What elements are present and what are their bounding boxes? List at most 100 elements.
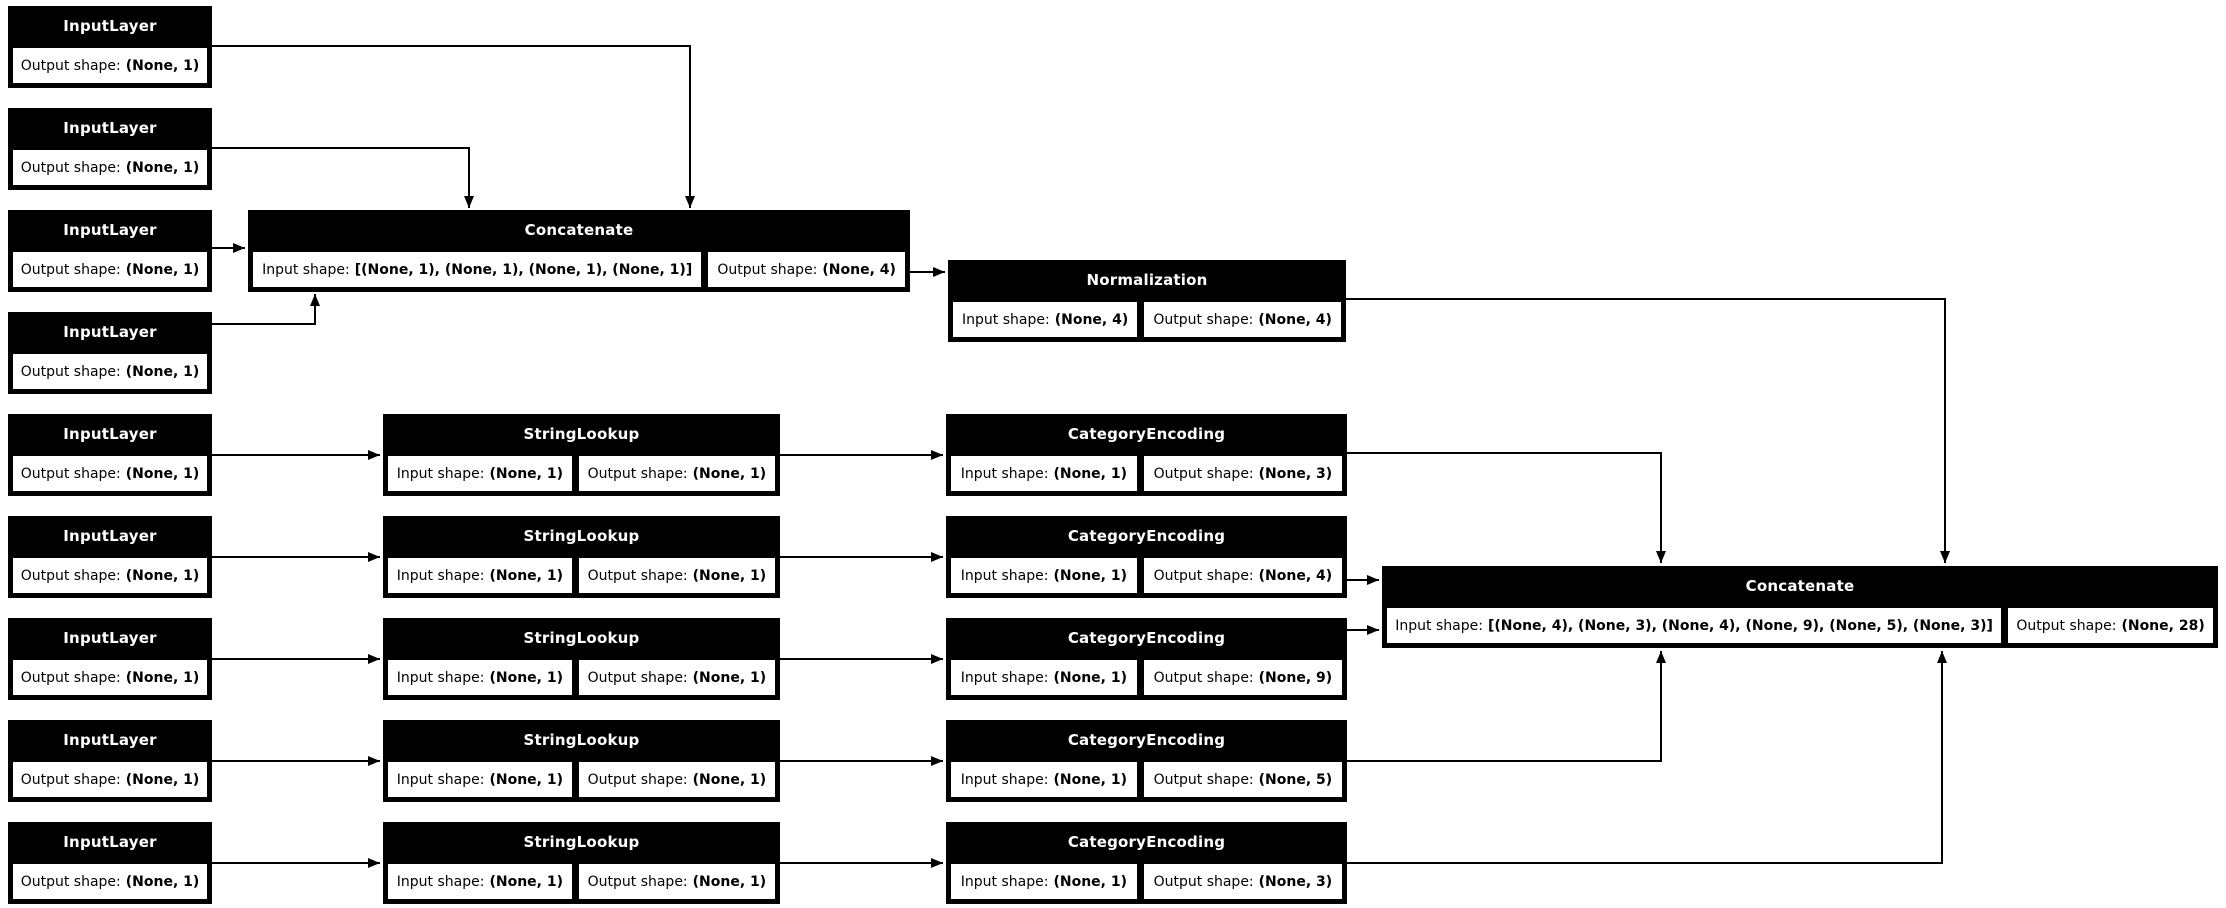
layer-shapes-row: Input shape:(None, 1)Output shape:(None,… [383, 556, 780, 598]
shape-value: (None, 3) [1258, 465, 1333, 482]
shape-label: Input shape: [960, 465, 1049, 482]
output-shape-cell: Output shape:(None, 4) [1141, 556, 1344, 595]
shape-value: (None, 1) [125, 873, 200, 890]
output-shape-cell: Output shape:(None, 1) [576, 454, 777, 493]
edge-connector [212, 147, 474, 208]
shape-label: Input shape: [1395, 617, 1483, 634]
shape-value: (None, 5) [1258, 771, 1333, 788]
shape-value: (None, 4) [1054, 311, 1129, 328]
layer-type-label: CategoryEncoding [1067, 833, 1226, 851]
shape-value: (None, 1) [692, 873, 767, 890]
output-shape-cell: Output shape:(None, 1) [11, 556, 209, 595]
shape-label: Input shape: [396, 669, 485, 686]
shape-label: Output shape: [1153, 567, 1254, 584]
shape-label: Input shape: [960, 873, 1049, 890]
edge-connector [1347, 651, 1666, 762]
shape-value: (None, 1) [125, 159, 200, 176]
shape-label: Output shape: [587, 567, 688, 584]
layer-shapes-row: Output shape:(None, 1) [8, 46, 212, 88]
shape-value: (None, 1) [489, 465, 563, 482]
output-shape-cell: Output shape:(None, 1) [576, 658, 777, 697]
input-shape-cell: Input shape:(None, 4) [951, 300, 1140, 339]
layer-shapes-row: Output shape:(None, 1) [8, 862, 212, 904]
layer-shapes-row: Output shape:(None, 1) [8, 556, 212, 598]
layer-shapes-row: Input shape:(None, 1)Output shape:(None,… [946, 454, 1347, 496]
shape-value: (None, 1) [1053, 873, 1127, 890]
shape-label: Output shape: [20, 465, 121, 482]
shape-label: Output shape: [20, 261, 121, 278]
layer-type-label: StringLookup [523, 833, 640, 851]
layer-type-label: InputLayer [63, 221, 157, 239]
layer-type-label: InputLayer [63, 17, 157, 35]
layer-shapes-row: Input shape:[(None, 4), (None, 3), (None… [1382, 606, 2218, 648]
output-shape-cell: Output shape:(None, 1) [11, 760, 209, 799]
shape-value: (None, 1) [489, 669, 563, 686]
output-shape-cell: Output shape:(None, 1) [576, 862, 777, 901]
shape-value: [(None, 1), (None, 1), (None, 1), (None,… [354, 261, 693, 278]
layer-type-label: InputLayer [63, 425, 157, 443]
layer-type-label: StringLookup [523, 527, 640, 545]
input-shape-cell: Input shape:[(None, 4), (None, 3), (None… [1385, 606, 2004, 645]
layer-shapes-row: Output shape:(None, 1) [8, 352, 212, 394]
shape-label: Input shape: [960, 771, 1049, 788]
layer-type-label: Concatenate [1745, 577, 1855, 595]
layer-shapes-row: Input shape:[(None, 1), (None, 1), (None… [248, 250, 910, 292]
output-shape-cell: Output shape:(None, 1) [11, 250, 209, 289]
shape-label: Output shape: [20, 57, 121, 74]
layer-shapes-row: Input shape:(None, 1)Output shape:(None,… [383, 454, 780, 496]
shape-value: (None, 1) [692, 567, 767, 584]
output-shape-cell: Output shape:(None, 1) [11, 658, 209, 697]
shape-label: Output shape: [1153, 465, 1254, 482]
layer-shapes-row: Input shape:(None, 1)Output shape:(None,… [383, 862, 780, 904]
shape-value: (None, 1) [125, 465, 200, 482]
output-shape-cell: Output shape:(None, 3) [1141, 862, 1344, 901]
shape-label: Input shape: [960, 669, 1049, 686]
layer-type-label: Normalization [1086, 271, 1208, 289]
output-shape-cell: Output shape:(None, 3) [1141, 454, 1344, 493]
layer-type-label: StringLookup [523, 629, 640, 647]
layer-shapes-row: Input shape:(None, 4)Output shape:(None,… [948, 300, 1346, 342]
shape-value: (None, 1) [125, 771, 200, 788]
shape-label: Output shape: [1153, 771, 1254, 788]
layer-type-label: CategoryEncoding [1067, 731, 1226, 749]
shape-value: (None, 1) [125, 57, 200, 74]
edge-connector [1347, 651, 1947, 864]
shape-value: (None, 3) [1258, 873, 1333, 890]
layer-shapes-row: Output shape:(None, 1) [8, 658, 212, 700]
shape-value: (None, 1) [125, 261, 200, 278]
shape-label: Input shape: [960, 567, 1049, 584]
layer-type-label: InputLayer [63, 527, 157, 545]
shape-value: (None, 1) [692, 669, 767, 686]
shape-value: (None, 1) [692, 465, 767, 482]
shape-label: Output shape: [20, 669, 121, 686]
output-shape-cell: Output shape:(None, 9) [1141, 658, 1344, 697]
layer-type-label: InputLayer [63, 833, 157, 851]
layer-shapes-row: Input shape:(None, 1) Output shape:(None,… [946, 760, 1347, 802]
shape-value: (None, 28) [2121, 617, 2205, 634]
shape-label: Output shape: [1153, 873, 1254, 890]
output-shape-cell: Output shape:(None, 1) [11, 46, 209, 85]
shape-label: Output shape: [2016, 617, 2117, 634]
shape-value: (None, 1) [692, 771, 767, 788]
layer-type-label: CategoryEncoding [1067, 425, 1226, 443]
input-shape-cell: Input shape:(None, 1) [949, 760, 1139, 799]
shape-label: Input shape: [396, 771, 485, 788]
shape-label: Input shape: [396, 567, 485, 584]
shape-label: Output shape: [587, 669, 688, 686]
